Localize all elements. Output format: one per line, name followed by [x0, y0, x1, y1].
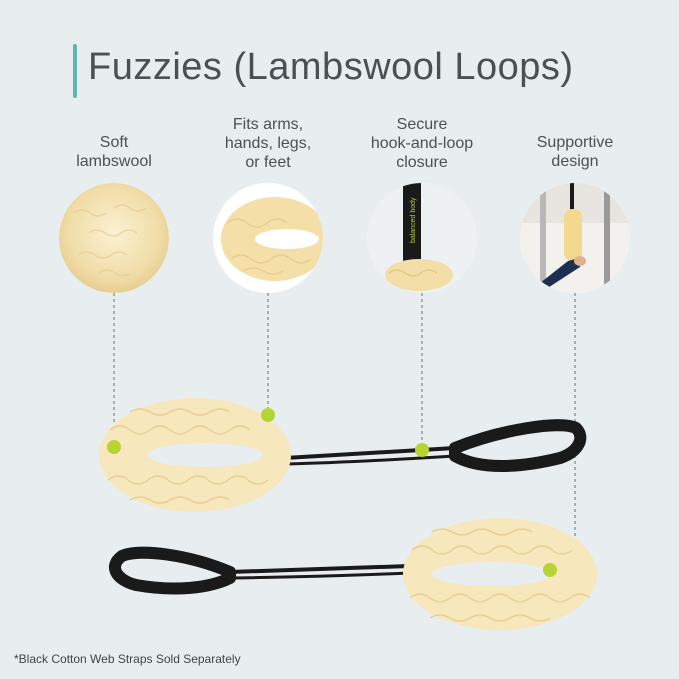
- upper-wool-loop: [99, 398, 291, 512]
- marker-fits: [261, 408, 275, 422]
- thumb-apparatus-in-use: [520, 183, 630, 293]
- thumb-lambswool-texture: [59, 183, 169, 293]
- footnote: *Black Cotton Web Straps Sold Separately: [14, 652, 241, 666]
- loop-closeup-icon: [213, 183, 323, 293]
- apparatus-in-use-icon: [520, 183, 630, 293]
- lambswool-texture-icon: [59, 183, 169, 293]
- feature-label-fits: Fits arms,hands, legs,or feet: [224, 116, 312, 171]
- strap-brand-text: balanced body: [410, 197, 417, 243]
- upper-strap: [284, 419, 587, 472]
- marker-soft-lambswool: [107, 440, 121, 454]
- lower-strap: [109, 546, 411, 595]
- lower-wool-loop: [403, 518, 597, 630]
- marker-secure-closure: [415, 443, 429, 457]
- page-title: Fuzzies (Lambswool Loops): [88, 46, 574, 88]
- thumb-strap-closure: balanced body: [367, 183, 477, 293]
- callout-markers: [107, 408, 557, 577]
- marker-supportive-design: [543, 563, 557, 577]
- thumb-loop-closeup: [213, 183, 323, 293]
- title-accent-bar: [73, 44, 77, 98]
- strap-closure-icon: balanced body: [367, 183, 477, 293]
